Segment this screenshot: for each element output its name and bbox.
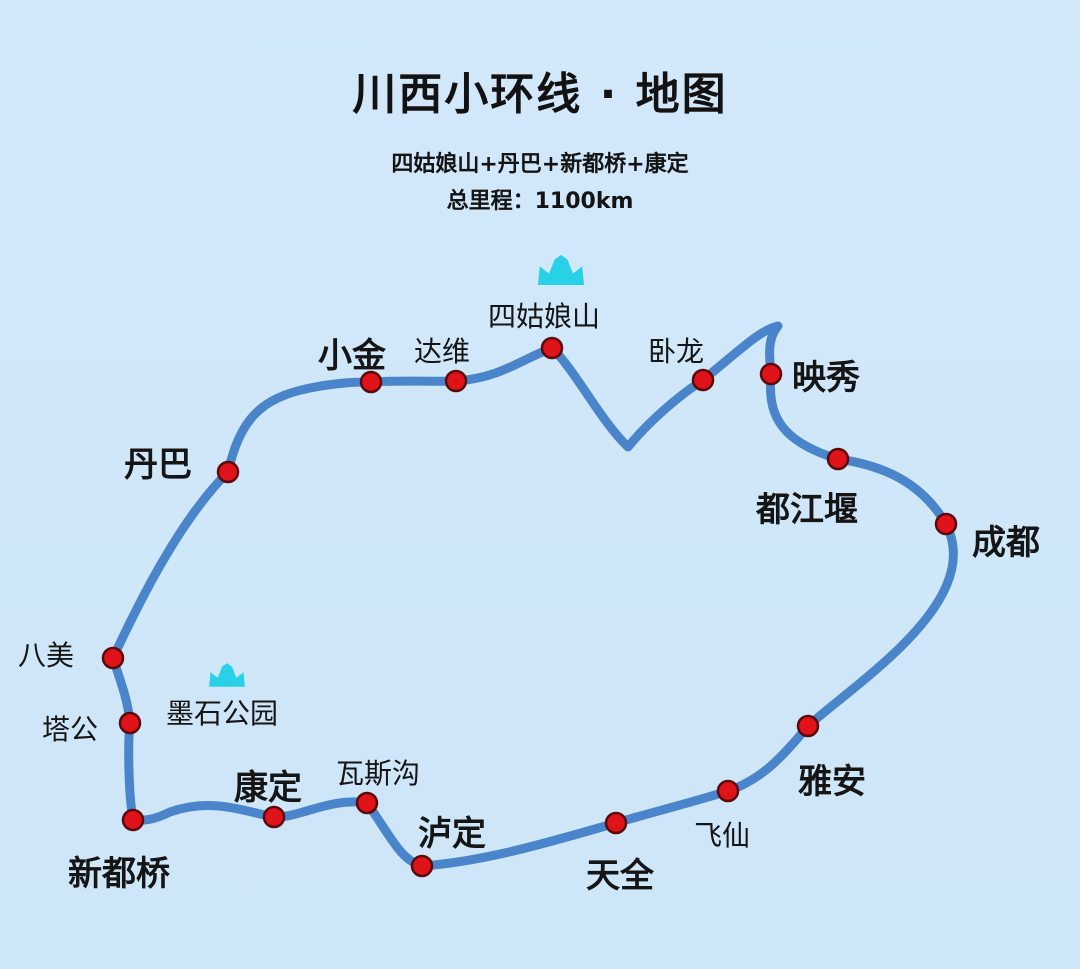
label-dujiangyan: 都江堰 xyxy=(756,490,858,530)
route-subtitle: 四姑娘山+丹巴+新都桥+康定 xyxy=(391,152,689,177)
stop-marker-luding xyxy=(410,854,434,878)
stop-marker-dawei xyxy=(444,369,468,393)
mountain-icon xyxy=(209,663,245,687)
stop-marker-wolong xyxy=(691,368,715,392)
label-tianquan: 天全 xyxy=(586,856,654,896)
stop-marker-wasigou xyxy=(355,791,379,815)
stop-marker-tianquan xyxy=(604,811,628,835)
label-yingxiu: 映秀 xyxy=(792,358,860,398)
label-wasigou: 瓦斯沟 xyxy=(336,757,421,790)
total-distance: 总里程：1100km xyxy=(446,189,634,214)
stop-marker-tagong xyxy=(118,711,142,735)
stop-marker-yaan xyxy=(796,714,820,738)
label-wolong: 卧龙 xyxy=(648,335,705,368)
label-dawei: 达维 xyxy=(414,335,471,368)
stop-marker-feixian xyxy=(716,779,740,803)
label-tagong: 塔公 xyxy=(42,713,99,746)
label-moshi-park: 墨石公园 xyxy=(166,697,279,730)
stop-marker-kangding xyxy=(262,805,286,829)
label-feixian: 飞仙 xyxy=(694,819,751,852)
mountain-icon xyxy=(538,255,584,285)
label-yaan: 雅安 xyxy=(798,762,866,802)
stop-marker-bamei xyxy=(101,646,125,670)
label-chengdu: 成都 xyxy=(972,523,1040,563)
label-luding: 泸定 xyxy=(418,814,486,854)
label-kangding: 康定 xyxy=(234,768,302,808)
label-bamei: 八美 xyxy=(18,639,75,672)
label-xinduqiao: 新都桥 xyxy=(68,854,170,894)
label-siguniangshan: 四姑娘山 xyxy=(488,300,601,333)
stop-marker-xiaojin xyxy=(359,370,383,394)
label-xiaojin: 小金 xyxy=(318,336,386,376)
stop-marker-chengdu xyxy=(934,512,958,536)
stop-marker-xinduqiao xyxy=(121,808,145,832)
label-danba: 丹巴 xyxy=(124,445,192,485)
map-title: 川西小环线 · 地图 xyxy=(352,69,728,120)
stop-marker-siguniangshan xyxy=(540,336,564,360)
stop-marker-danba xyxy=(216,460,240,484)
stop-marker-dujiangyan xyxy=(826,447,850,471)
stop-marker-yingxiu xyxy=(759,362,783,386)
